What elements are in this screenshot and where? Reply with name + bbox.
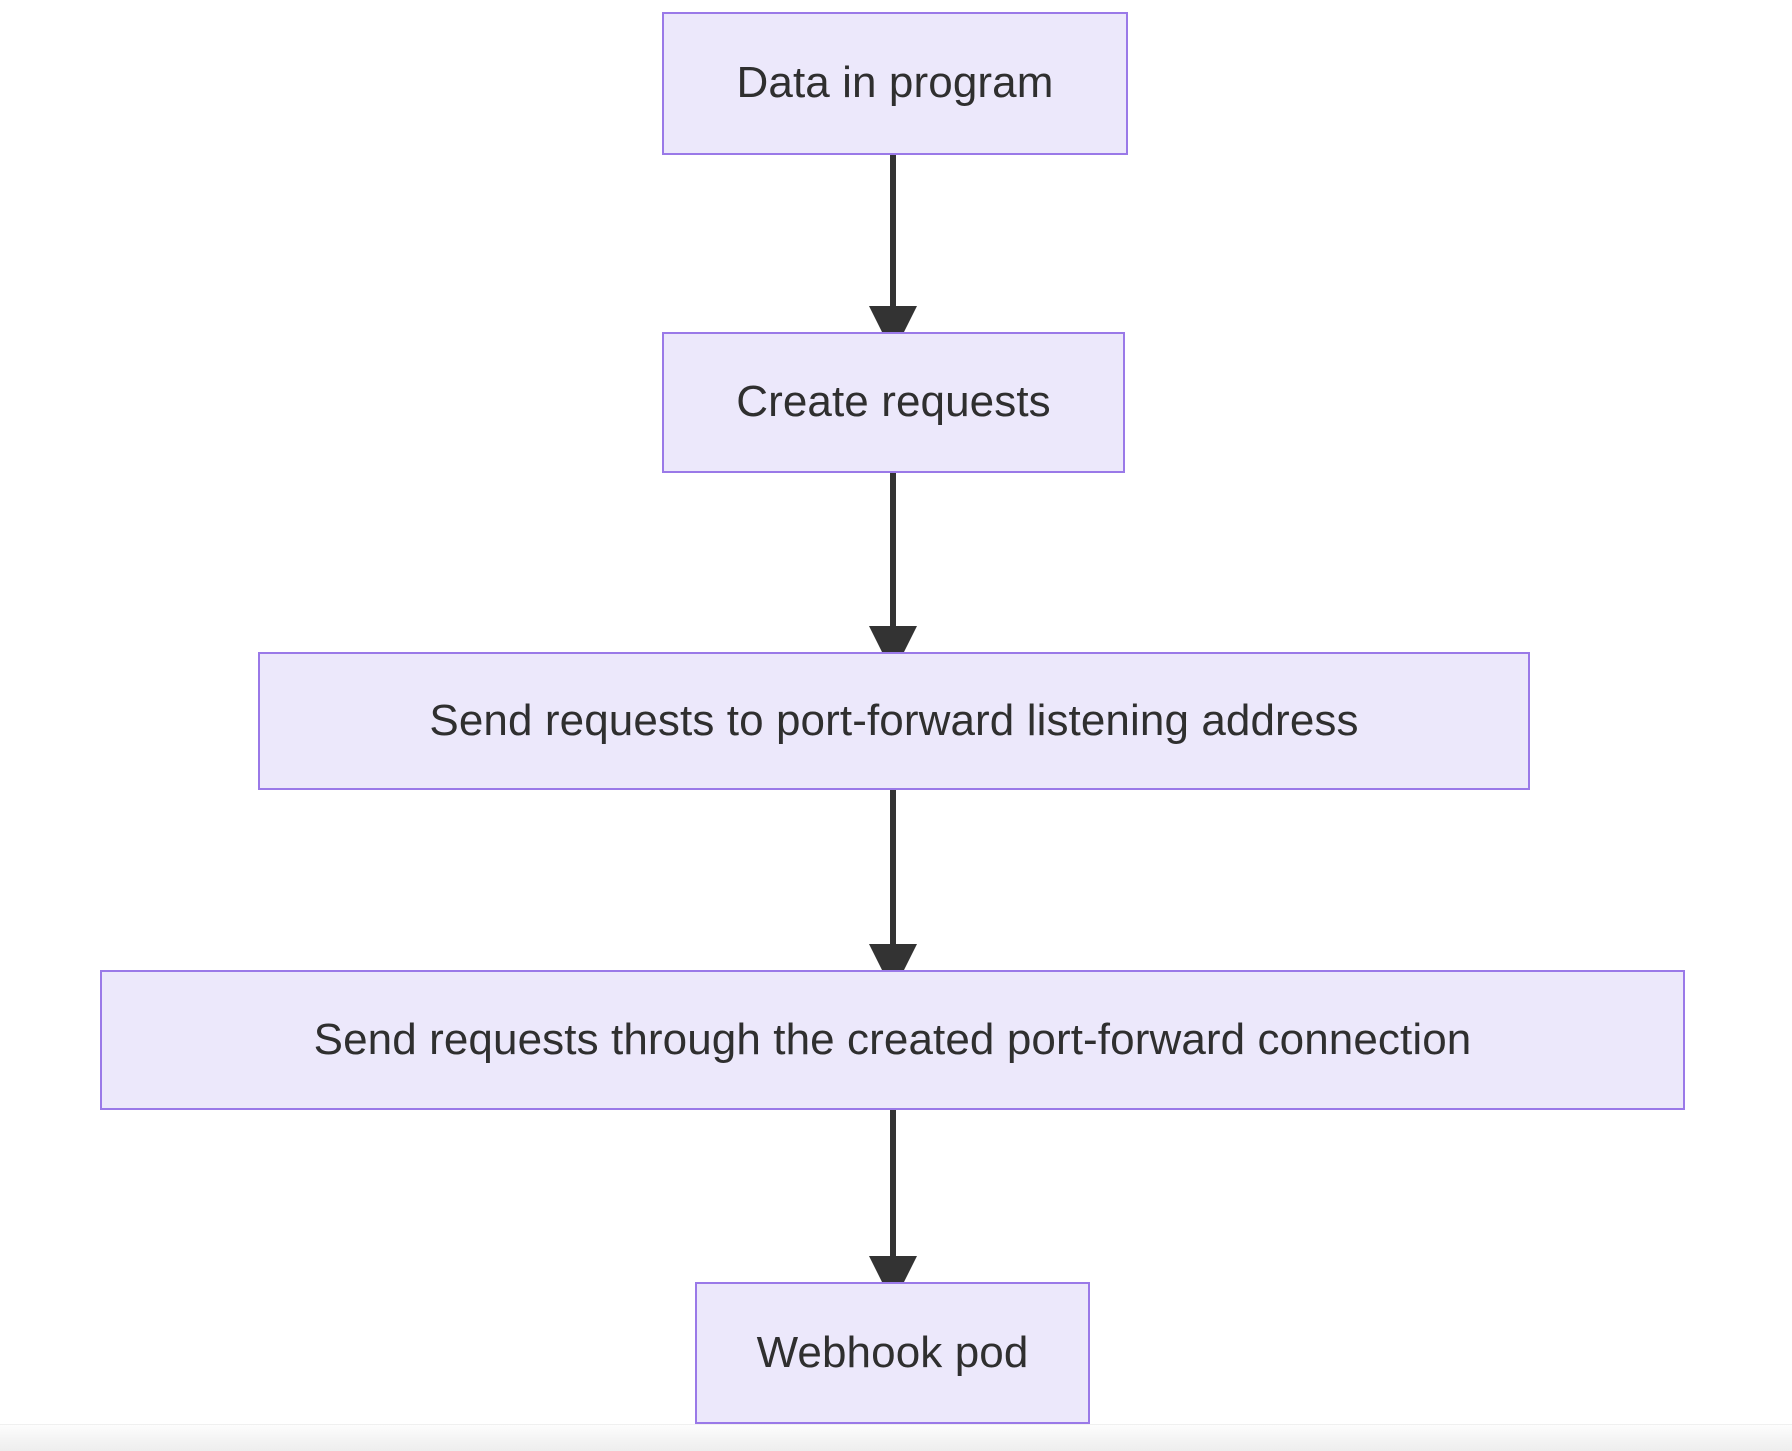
page-bottom-edge	[0, 1424, 1792, 1451]
flowchart-node-create-requests[interactable]: Create requests	[662, 332, 1125, 473]
node-label: Send requests through the created port-f…	[313, 1014, 1472, 1064]
flowchart-node-send-requests-through-port-forward-connection[interactable]: Send requests through the created port-f…	[100, 970, 1685, 1110]
node-label: Create requests	[736, 377, 1051, 427]
node-label: Send requests to port-forward listening …	[429, 695, 1359, 745]
node-label: Data in program	[736, 58, 1054, 108]
node-label: Webhook pod	[756, 1327, 1029, 1377]
flowchart-node-webhook-pod[interactable]: Webhook pod	[695, 1282, 1090, 1424]
flowchart-node-send-requests-to-port-forward-listening-address[interactable]: Send requests to port-forward listening …	[258, 652, 1530, 790]
flowchart-node-data-in-program[interactable]: Data in program	[662, 12, 1128, 155]
